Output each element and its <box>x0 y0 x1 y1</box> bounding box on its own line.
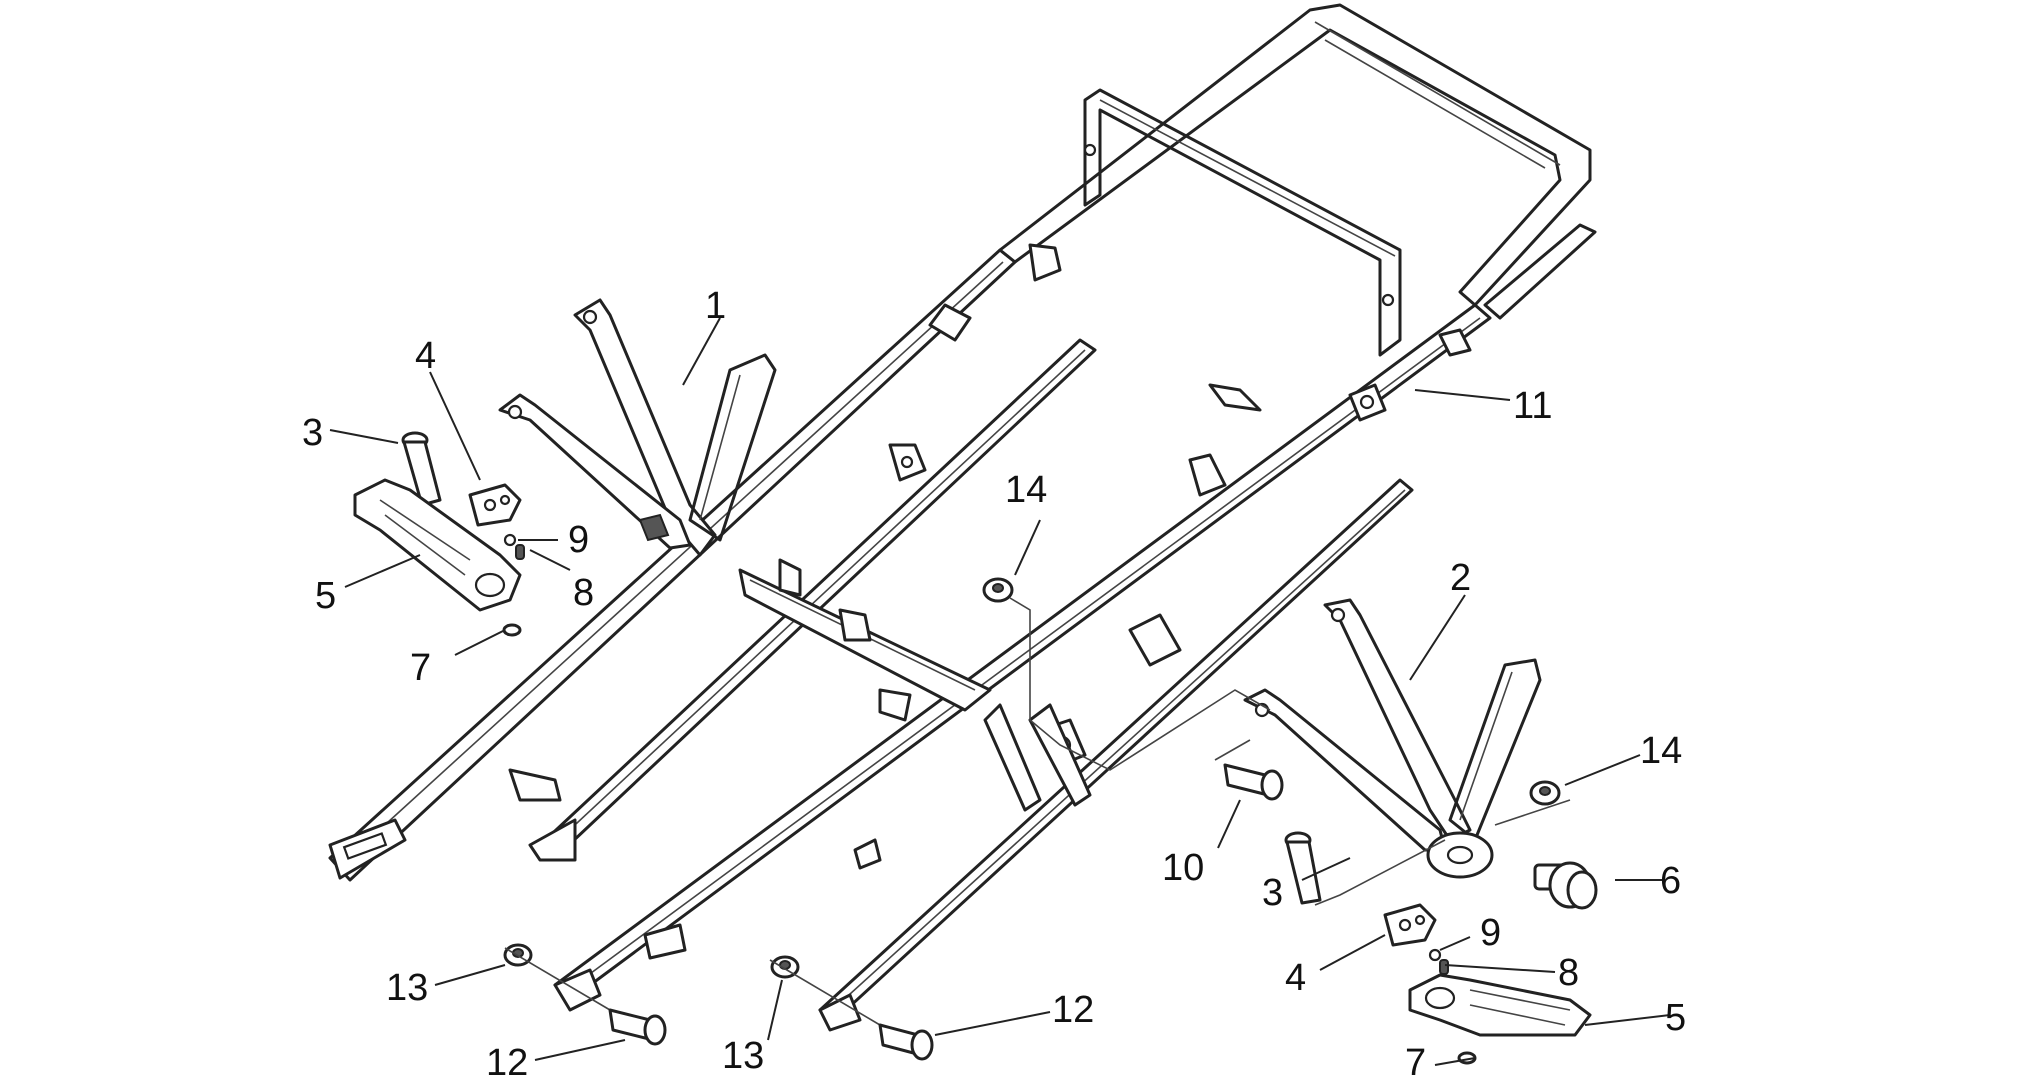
right-lower-bolt <box>878 1023 934 1061</box>
callout-1: 1 <box>705 285 726 327</box>
right-nut <box>1529 780 1561 806</box>
right-pin-guide <box>1314 839 1446 906</box>
callout-3-left: 3 <box>302 412 323 454</box>
left-footpeg <box>353 478 522 612</box>
bolt-guide <box>1214 739 1251 761</box>
left-lower-guide <box>504 947 611 1011</box>
leader-lines <box>329 317 1671 1066</box>
center-nut-guide <box>1009 597 1271 771</box>
callout-4-right: 4 <box>1285 957 1306 999</box>
right-lower-guide <box>769 959 881 1026</box>
callout-5-right: 5 <box>1665 997 1686 1039</box>
callout-12-right: 12 <box>1052 989 1094 1031</box>
rubber-bumper <box>1533 861 1598 910</box>
callout-7-right: 7 <box>1405 1042 1426 1077</box>
bracket-bolt <box>1223 763 1284 801</box>
left-footpeg-bracket <box>498 298 777 557</box>
right-pin <box>1284 831 1322 905</box>
callout-9-left: 9 <box>568 519 589 561</box>
rear-subframe <box>328 3 1597 1032</box>
right-footpeg <box>1408 973 1592 1037</box>
left-plate <box>468 483 522 527</box>
left-spring <box>515 544 525 560</box>
right-footpeg-bracket <box>1243 598 1542 879</box>
callout-8-right: 8 <box>1558 952 1579 994</box>
callout-2: 2 <box>1450 557 1471 599</box>
left-clip <box>502 623 522 637</box>
callout-14-center: 14 <box>1005 469 1047 511</box>
right-plate <box>1383 903 1437 947</box>
center-nut <box>982 577 1014 603</box>
callout-3-right: 3 <box>1262 872 1283 914</box>
left-lower-bolt <box>608 1008 667 1046</box>
callout-13-left: 13 <box>386 967 428 1009</box>
callout-13-right: 13 <box>722 1035 764 1077</box>
callout-12-left: 12 <box>486 1042 528 1077</box>
right-spring <box>1439 959 1449 975</box>
right-nut-guide <box>1494 799 1571 826</box>
left-washer <box>503 533 517 547</box>
callout-5-left: 5 <box>315 575 336 617</box>
callout-10: 10 <box>1162 847 1204 889</box>
callout-8-left: 8 <box>573 572 594 614</box>
left-pin <box>401 431 442 507</box>
callout-6: 6 <box>1660 860 1681 902</box>
callout-9-right: 9 <box>1480 912 1501 954</box>
callout-11: 11 <box>1513 385 1552 427</box>
right-washer <box>1428 948 1442 962</box>
callout-4-left: 4 <box>415 335 436 377</box>
callout-14-right: 14 <box>1640 730 1682 772</box>
callout-7-left: 7 <box>410 647 431 689</box>
